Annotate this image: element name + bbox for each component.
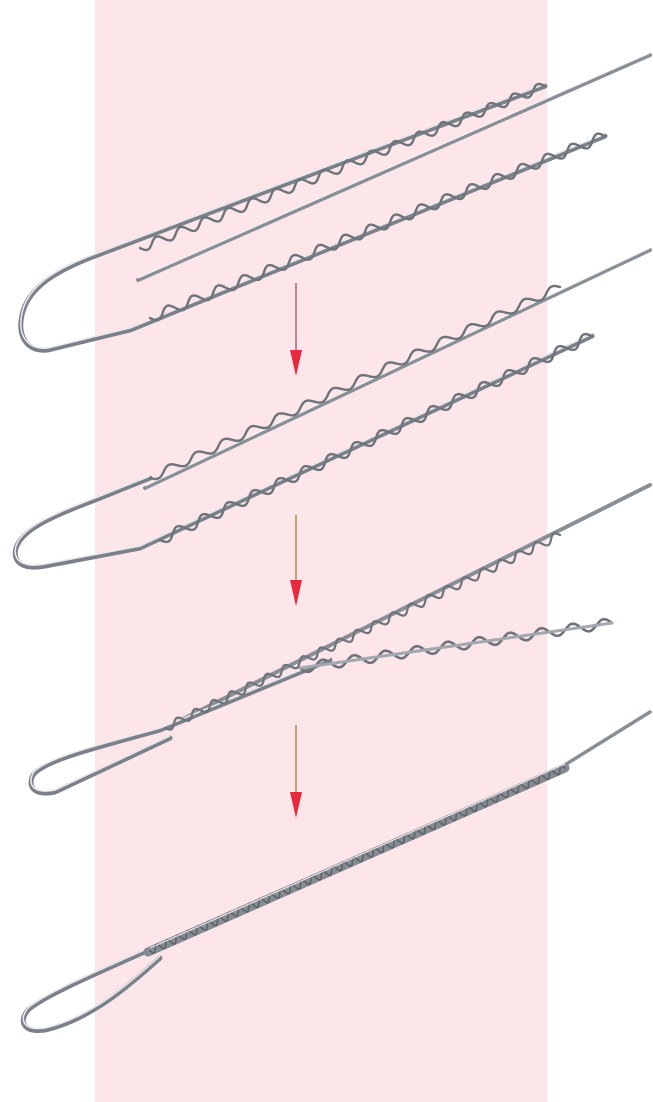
stage-3-loop — [31, 660, 330, 793]
stage-4-loop — [23, 945, 160, 1030]
arrow-step-3-head — [290, 792, 302, 818]
stage-2-conductor-highlight — [145, 248, 650, 486]
stage-3-free-leg-core — [300, 623, 612, 668]
arrow-step-1 — [290, 283, 302, 376]
stage-4-fully-wrapped — [23, 712, 650, 1030]
arrow-step-2-head — [290, 580, 302, 606]
stage-1-conductor — [138, 55, 650, 280]
stage-4-conductor — [560, 712, 650, 768]
stage-4-wrapped-highlight — [150, 764, 565, 948]
stage-1-conductor-highlight — [138, 53, 650, 278]
arrow-step-3 — [290, 725, 302, 818]
stage-3-legs-wrapping — [31, 485, 650, 793]
stage-2-loop-highlight — [15, 334, 592, 565]
stage-1-separate-legs — [21, 53, 650, 350]
arrow-step-1-head — [290, 350, 302, 376]
arrow-step-2 — [290, 515, 302, 606]
stage-2-legs-approaching — [15, 248, 650, 567]
